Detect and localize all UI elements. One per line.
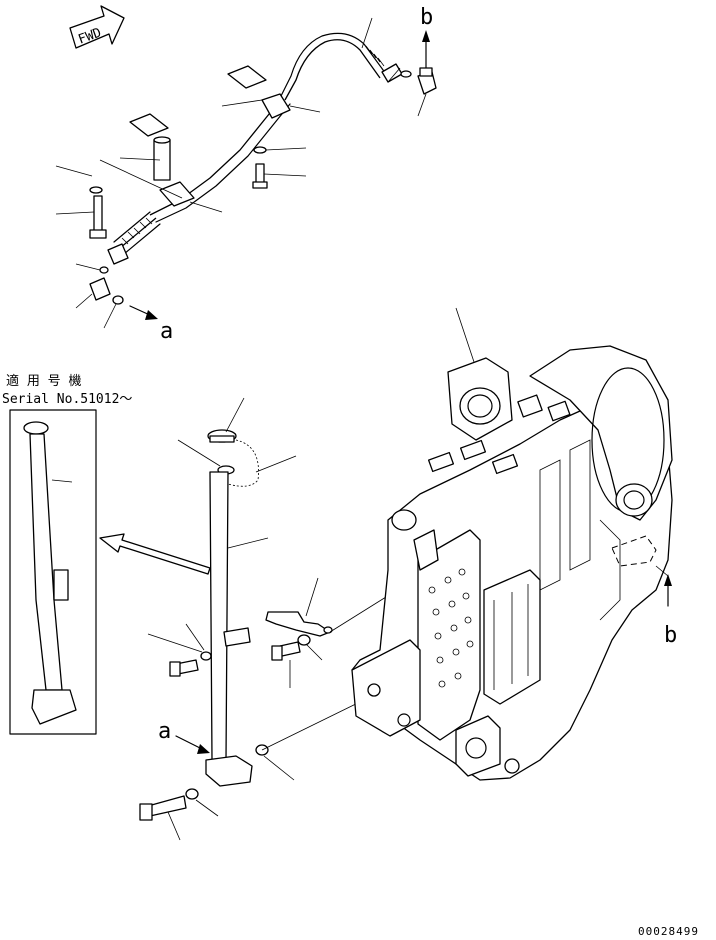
fwd-arrow-icon: FWD (69, 5, 125, 49)
reference-b-lower: b (655, 565, 677, 648)
bolts-and-washers (139, 634, 311, 821)
drawing-number: 00028499 (638, 925, 699, 938)
reference-a-upper: a (129, 305, 173, 344)
filler-pipe-assembly (205, 429, 333, 787)
reference-b-lower-label: b (664, 623, 677, 648)
reference-b-top-label: b (420, 5, 433, 30)
serial-heading: 適 用 号 機 (6, 373, 81, 389)
valve-holes (428, 568, 474, 688)
serial-inset: 適 用 号 機 Serial No.51012～ (2, 373, 132, 735)
reference-a-lower-label: a (158, 719, 171, 744)
reference-a-upper-label: a (160, 319, 173, 344)
inset-pointer-arrow (99, 533, 211, 575)
leader-lines-lower (147, 397, 395, 841)
leader-lines-upper (55, 17, 427, 329)
serial-number: Serial No.51012～ (2, 392, 132, 407)
reference-b-top: b (420, 5, 433, 69)
transmission-housing (351, 345, 673, 781)
reference-a-lower: a (158, 719, 210, 754)
housing-leader (455, 307, 475, 363)
oil-hose-assembly (89, 32, 437, 305)
